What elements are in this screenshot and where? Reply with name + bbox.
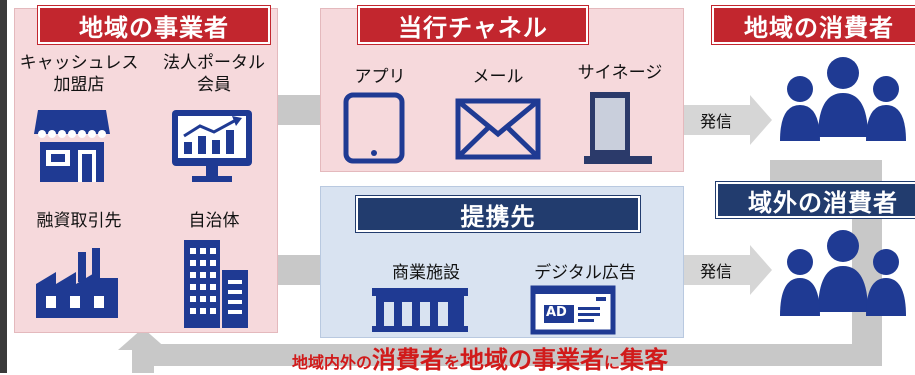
- envelope-icon: [455, 98, 541, 160]
- bottom-caption: 地域内外の消費者を地域の事業者に集客: [200, 340, 760, 375]
- outside-consumer-header: 域外の消費者: [716, 182, 915, 218]
- mail-label: メール: [472, 67, 524, 87]
- caption-part-1: 地域内外の: [291, 353, 372, 372]
- signage-label: サイネージ: [577, 63, 663, 83]
- partner-header: 提携先: [356, 196, 640, 232]
- caption-part-3: を: [443, 353, 460, 372]
- people-icon-outside: [778, 228, 908, 320]
- local-business-header: 地域の事業者: [38, 6, 270, 44]
- return-arrow-head: [118, 328, 168, 373]
- send-label-2: 発信: [700, 262, 733, 281]
- corporate-portal-label: 法人ポータル 会員: [163, 53, 265, 95]
- connector-business-to-partner: [276, 255, 320, 285]
- loan-client-label: 融資取引先: [36, 211, 122, 231]
- caption-part-4: 地域の事業者: [460, 346, 604, 374]
- caption-part-2: 消費者: [371, 346, 444, 374]
- return-line-bottom: [150, 344, 882, 366]
- bank-channel-header: 当行チャネル: [358, 6, 588, 44]
- send-arrow-2: [682, 245, 772, 295]
- ad-icon: [530, 285, 616, 335]
- mall-icon: [372, 288, 468, 332]
- send-label-1: 発信: [700, 112, 733, 131]
- building-icon: [180, 240, 250, 328]
- caption-part-6: 集客: [620, 346, 669, 374]
- connector-business-to-channel: [276, 95, 320, 125]
- signage-icon: [584, 90, 654, 166]
- mall-label: 商業施設: [392, 263, 460, 283]
- people-icon-local: [778, 55, 908, 145]
- municipality-label: 自治体: [188, 211, 240, 231]
- left-edge-bar: [0, 0, 7, 373]
- cashless-member-label: キャッシュレス 加盟店: [19, 53, 139, 95]
- digital-ad-label: デジタル広告: [534, 263, 636, 283]
- factory-icon: [34, 248, 120, 320]
- chart-monitor-icon: [170, 108, 254, 186]
- storefront-icon: [32, 108, 112, 186]
- tablet-icon: [343, 92, 405, 164]
- local-consumer-header: 地域の消費者: [712, 6, 915, 44]
- ad-icon-text: AD: [546, 305, 567, 320]
- send-arrow-1: [682, 95, 772, 145]
- caption-part-5: に: [604, 353, 621, 372]
- return-line-mid: [770, 160, 882, 182]
- app-label: アプリ: [354, 67, 406, 87]
